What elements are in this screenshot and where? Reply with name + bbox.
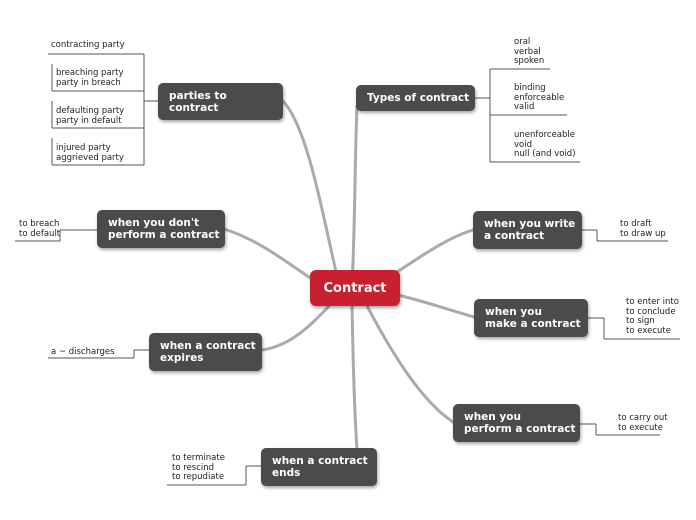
leaf-discharges[interactable]: a ~ discharges [51,347,115,357]
topic-contract-ends[interactable]: when a contract ends [261,448,377,486]
leaf-injured-party[interactable]: injured party aggrieved party [56,143,124,163]
leaf-unenforceable[interactable]: unenforceable void null (and void) [514,130,576,159]
topic-contract-expires[interactable]: when a contract expires [149,333,262,371]
topic-dont-perform[interactable]: when you don't perform a contract [97,210,225,248]
topic-write-contract[interactable]: when you write a contract [473,211,582,249]
leaf-contracting-party[interactable]: contracting party [51,40,125,50]
branch-ends [350,303,359,452]
leaf-to-carry-out[interactable]: to carry out to execute [618,413,668,433]
topic-types-of-contract[interactable]: Types of contract [356,85,475,111]
central-topic[interactable]: Contract [310,270,400,306]
topic-perform-contract[interactable]: when you perform a contract [453,404,580,442]
branch-make [388,291,476,319]
leaf-to-breach[interactable]: to breach to default [19,219,61,239]
leaf-to-terminate[interactable]: to terminate to rescind to repudiate [172,453,225,482]
leaf-breaching-party[interactable]: breaching party party in breach [56,68,124,88]
leaf-oral[interactable]: oral verbal spoken [514,37,545,66]
leaf-to-draft[interactable]: to draft to draw up [620,219,666,239]
topic-make-contract[interactable]: when you make a contract [474,299,588,337]
branch-perform [363,300,455,424]
leaf-binding[interactable]: binding enforceable valid [514,83,565,112]
branch-expires [260,298,337,352]
topic-parties-to-contract[interactable]: parties to contract [158,83,283,120]
branch-parties [281,99,342,290]
leaf-to-enter-into[interactable]: to enter into to conclude to sign to exe… [626,297,679,336]
leaf-defaulting-party[interactable]: defaulting party party in default [56,106,125,126]
branch-types [350,104,359,287]
